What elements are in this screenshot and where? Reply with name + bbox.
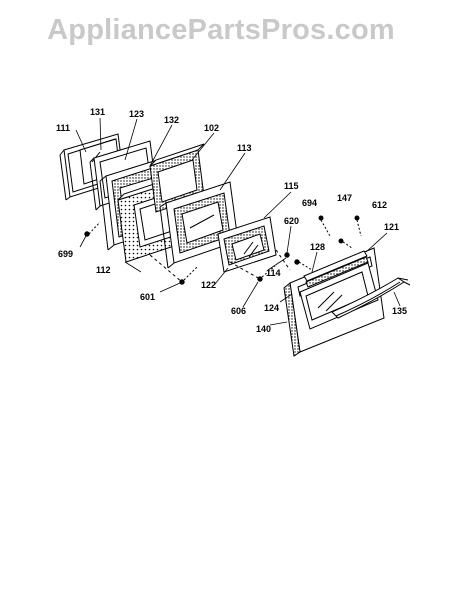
callout-131: 131	[90, 107, 105, 117]
part-115-outer-window	[217, 216, 277, 273]
callout-147: 147	[337, 193, 352, 203]
part-601-screw	[179, 265, 199, 285]
callout-620: 620	[284, 216, 299, 226]
callout-606: 606	[231, 306, 246, 316]
part-612-screw	[354, 215, 362, 237]
callout-114: 114	[266, 268, 281, 278]
callout-132: 132	[164, 115, 179, 125]
callout-694: 694	[302, 198, 317, 208]
callout-123: 123	[129, 109, 144, 119]
part-128-window-strip	[303, 250, 369, 288]
part-147-screw	[338, 238, 353, 249]
leader-lines	[75, 117, 401, 326]
callout-612: 612	[372, 200, 387, 210]
part-135-door-handle	[331, 277, 411, 319]
callout-115: 115	[284, 181, 299, 191]
watermark-text: AppliancePartsPros.com	[47, 14, 395, 46]
callout-699: 699	[58, 249, 73, 259]
part-114-screw	[284, 252, 290, 258]
callout-135: 135	[392, 306, 407, 316]
callout-102: 102	[204, 123, 219, 133]
part-699-screw	[84, 221, 101, 237]
part-694-screw	[318, 215, 331, 237]
callout-601: 601	[140, 292, 155, 302]
callout-112: 112	[96, 265, 111, 275]
callout-128: 128	[310, 242, 325, 252]
callout-121: 121	[384, 222, 399, 232]
callout-113: 113	[237, 143, 252, 153]
callout-122: 122	[201, 280, 216, 290]
callout-124: 124	[264, 303, 279, 313]
part-620-screw	[294, 259, 313, 271]
callout-140: 140	[256, 324, 271, 334]
callout-111: 111	[56, 123, 70, 133]
